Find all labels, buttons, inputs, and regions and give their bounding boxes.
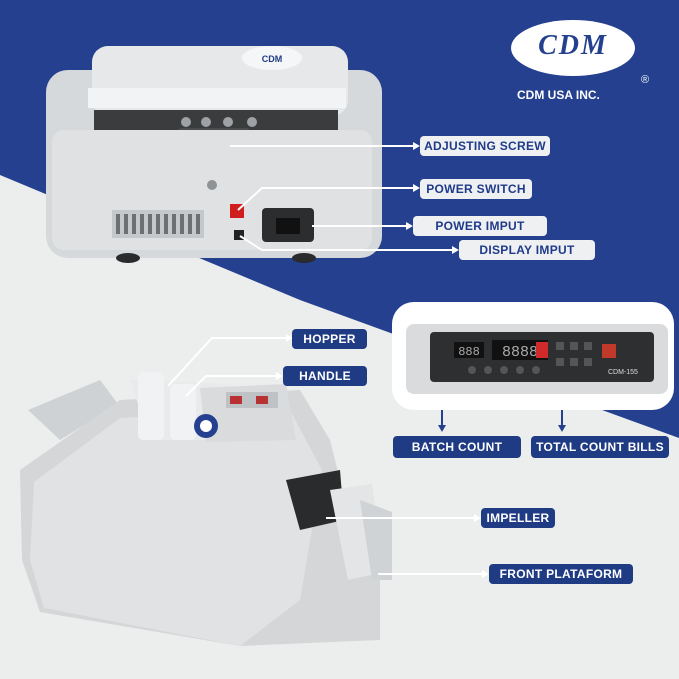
vent-grille [112, 210, 204, 238]
logo-brand: CDM [538, 30, 608, 61]
label-impeller: IMPELLER [481, 508, 555, 528]
label-total-count-bills: TOTAL COUNT BILLS [531, 436, 669, 458]
label-power-input: POWER IMPUT [413, 216, 547, 236]
front-view-device [20, 372, 392, 646]
label-batch-count: BATCH COUNT [393, 436, 521, 458]
control-panel-image: 888 8888 CDM-155 [406, 324, 668, 394]
total-display: 8888 [502, 344, 538, 361]
back-view-device: CDM [46, 46, 382, 263]
label-handle: HANDLE [283, 366, 367, 386]
control-panel-card: 888 8888 CDM-155 [392, 302, 674, 410]
label-power-switch: POWER SWITCH [420, 179, 532, 199]
label-display-input: DISPLAY IMPUT [459, 240, 595, 260]
registered-mark: ® [641, 74, 650, 86]
batch-display: 888 [458, 345, 480, 359]
logo-oval [513, 22, 633, 74]
logo-company: CDM USA INC. [517, 88, 600, 102]
label-hopper: HOPPER [292, 329, 367, 349]
label-adjusting-screw: ADJUSTING SCREW [420, 136, 550, 156]
svg-text:CDM: CDM [262, 54, 283, 64]
cdm-logo: CDM ® CDM USA INC. [513, 22, 653, 122]
label-front-platform: FRONT PLATAFORM [489, 564, 633, 584]
panel-model-text: CDM-155 [608, 369, 638, 376]
